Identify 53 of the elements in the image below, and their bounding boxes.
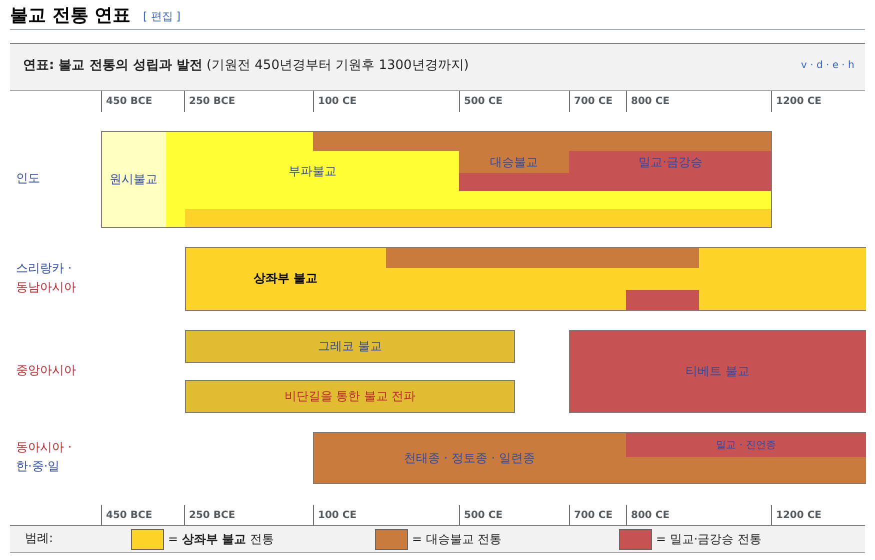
tradition-band — [626, 432, 866, 457]
region-label: 중앙아시아 — [16, 363, 76, 377]
axis-tick-label: 450 BCE — [101, 505, 152, 525]
tradition-label: 부파불교 — [288, 164, 336, 178]
tradition-band — [569, 330, 866, 413]
tradition-bar — [185, 209, 772, 228]
tradition-band — [313, 432, 866, 484]
axis-tick-label: 100 CE — [313, 91, 357, 112]
legend-heading: 범례: — [25, 531, 54, 545]
region-label: 한·중·일 — [16, 459, 60, 473]
axis-tick-label: 800 CE — [626, 505, 670, 525]
tradition-bar — [313, 131, 772, 151]
axis-tick-label: 250 BCE — [184, 505, 236, 525]
region-label: 동남아시아 — [16, 280, 76, 294]
tradition-bar — [386, 247, 699, 268]
axis-tick-label: 700 CE — [569, 505, 613, 525]
tradition-band — [185, 247, 866, 311]
tradition-label: 티베트 불교 — [686, 364, 750, 379]
edit-link: [ 편집 ] — [143, 10, 181, 24]
tradition-label: 비단길을 통한 불교 전파 — [284, 389, 416, 404]
tradition-band — [459, 151, 569, 173]
axis-tick-label: 500 CE — [459, 91, 503, 112]
table-caption: 연표: 불교 전통의 성립과 발전 (기원전 450년경부터 기원후 1300년경까지) — [23, 58, 469, 74]
axis-tick-label: 1200 CE — [771, 505, 822, 525]
navbox-links: v · d · e · h — [801, 60, 854, 72]
axis-tick-label: 450 BCE — [101, 91, 152, 112]
legend-label: = 상좌부 불교 전통 — [168, 532, 274, 546]
tradition-label: 상좌부 불교 — [253, 271, 318, 286]
tradition-bar — [626, 290, 699, 311]
region-label: 스리랑카 · — [16, 261, 72, 275]
tradition-bar — [459, 173, 569, 191]
region-label: 인도 — [16, 171, 40, 185]
axis-tick-label: 800 CE — [626, 91, 670, 112]
tradition-label: 천태종 · 정토종 · 일련종 — [404, 450, 535, 466]
tradition-band — [166, 131, 772, 228]
tradition-label: 밀교 · 진언종 — [716, 438, 776, 452]
axis-tick-label: 1200 CE — [771, 91, 822, 112]
diagram-title: 불교 전통 연표 — [10, 5, 131, 26]
axis-tick-label: 250 BCE — [184, 91, 236, 112]
axis-tick-label: 700 CE — [569, 91, 613, 112]
tradition-label: 밀교·금강승 — [638, 154, 702, 170]
tradition-label: 원시불교 — [110, 172, 158, 187]
axis-tick-label: 500 CE — [459, 505, 503, 525]
region-label: 동아시아 · — [16, 440, 72, 454]
tradition-label: 대승불교 — [490, 154, 538, 170]
tradition-label: 그레코 불교 — [318, 339, 382, 354]
legend-label: = 밀교·금강승 전통 — [656, 532, 762, 546]
tradition-band — [101, 131, 166, 228]
tradition-band — [569, 151, 772, 191]
axis-tick-label: 100 CE — [313, 505, 357, 525]
legend-label: = 대승불교 전통 — [412, 532, 502, 546]
tradition-band — [185, 330, 515, 363]
tradition-band — [185, 380, 515, 413]
